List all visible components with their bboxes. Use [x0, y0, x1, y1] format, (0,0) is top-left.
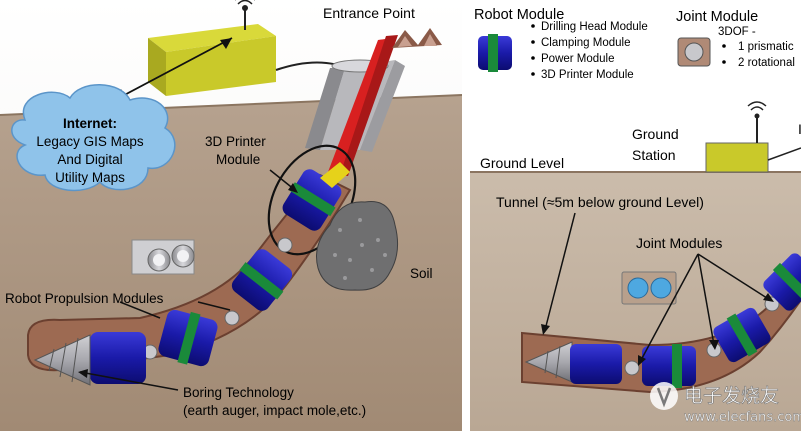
ground-station-label-2: Station	[632, 147, 676, 163]
internet-arrow	[114, 37, 233, 101]
drill-head-left	[33, 334, 91, 386]
ground-level-label: Ground Level	[480, 155, 564, 171]
right-edge-mark: I	[798, 121, 801, 137]
watermark-cn: 电子发烧友	[684, 385, 779, 407]
propulsion-arrow-1	[197, 301, 231, 311]
tunnel-label: Tunnel (≈5m below ground Level)	[496, 194, 704, 210]
internet-line-1: Legacy GIS Maps	[36, 134, 144, 149]
joint-module-sub: 3DOF -	[718, 26, 756, 38]
joint-module-item-2: 2 rotational	[738, 57, 795, 69]
internet-title: Internet:	[63, 116, 117, 131]
internet-line-3: Utility Maps	[55, 170, 125, 185]
soil-label: Soil	[410, 266, 433, 281]
joint-module-swatch	[677, 37, 711, 67]
robot-modules-left	[33, 162, 350, 386]
robot-module-list: Drilling Head Module Clamping Module Pow…	[531, 21, 648, 81]
watermark: 电子发烧友 www.elecfans.com	[650, 382, 801, 425]
printer-module-label-1: 3D Printer	[205, 134, 266, 149]
entrance-point-label: Entrance Point	[323, 5, 415, 21]
printer-module-label-2: Module	[216, 152, 260, 167]
joint-arrows	[639, 253, 771, 363]
propulsion-label: Robot Propulsion Modules	[5, 291, 164, 306]
propulsion-arrow-2	[119, 301, 161, 319]
joint-module-title: Joint Module	[676, 9, 758, 25]
watermark-url: www.elecfans.com	[684, 410, 801, 425]
robot-module-title: Robot Module	[474, 7, 564, 23]
surface-mound	[392, 28, 442, 48]
robot-module-swatch	[478, 34, 512, 72]
robot-module-item-2: Clamping Module	[541, 37, 631, 49]
joint-module-item-1: 1 prismatic	[738, 41, 794, 53]
tunnel-arrow	[544, 212, 576, 331]
pipes-icon-right	[621, 271, 677, 305]
internet-cloud	[11, 84, 176, 192]
right-panel: Robot Module Drilling Head Module Clampi…	[470, 0, 801, 431]
boring-label-1: Boring Technology	[183, 385, 294, 400]
robot-module-item-1: Drilling Head Module	[541, 21, 648, 33]
internet-line-2: And Digital	[57, 152, 122, 167]
rock	[316, 200, 399, 291]
ground-station-box	[705, 101, 801, 173]
server-box	[148, 0, 276, 96]
robot-module-item-3: Power Module	[541, 53, 615, 65]
pipes-icon-left	[131, 239, 195, 275]
left-panel: Entrance Point Internet: Legacy GIS Maps…	[0, 0, 463, 431]
robot-module-item-4: 3D Printer Module	[541, 69, 634, 81]
ground-station-label-1: Ground	[632, 126, 679, 142]
boring-label-2: (earth auger, impact mole,etc.)	[183, 403, 366, 418]
joint-modules-label: Joint Modules	[636, 235, 722, 251]
robot-modules-right	[524, 253, 801, 388]
panel-divider	[462, 0, 470, 431]
boring-arrow	[79, 371, 179, 391]
